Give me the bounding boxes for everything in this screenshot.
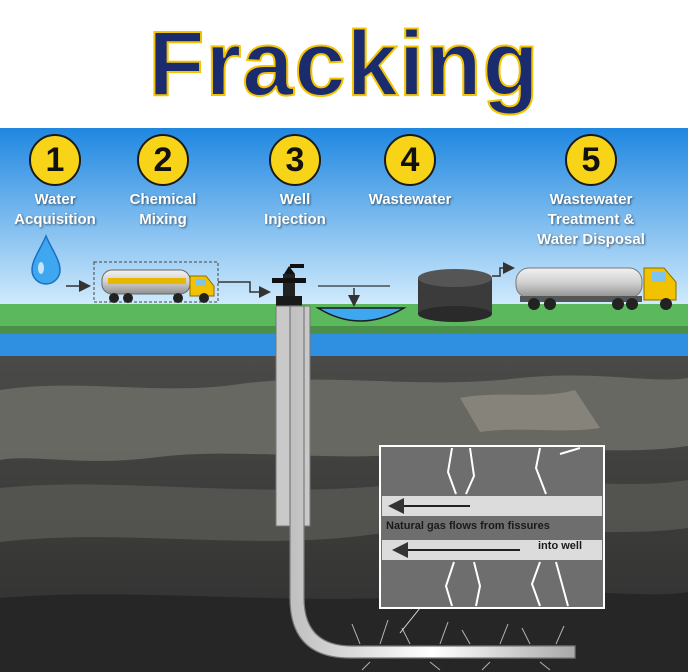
step-well-injection: 3 Well Injection <box>240 134 350 230</box>
step-number-badge: 3 <box>269 134 321 186</box>
fracture-lines <box>351 619 565 671</box>
inset-pointer <box>399 607 421 634</box>
step-number-badge: 1 <box>29 134 81 186</box>
well-bore <box>289 305 576 659</box>
chemical-truck-icon <box>93 261 219 303</box>
step-label: Well Injection <box>264 191 326 228</box>
inset-caption-line1: Natural gas flows from fissures <box>386 520 550 532</box>
flow-arrow <box>492 262 515 277</box>
storage-tank-icon <box>418 269 492 322</box>
step-number-badge: 2 <box>137 134 189 186</box>
rock-layer-highlight <box>460 390 600 432</box>
step-label: Wastewater Treatment & Water Disposal <box>537 191 645 248</box>
step-water-acquisition: 1 Water Acquisition <box>0 134 110 230</box>
step-label: Wastewater <box>368 191 452 208</box>
page-title: Fracking <box>147 12 540 116</box>
inset-caption-line2: into well <box>538 540 582 552</box>
aquifer-layer <box>0 334 688 356</box>
wastewater-pit-icon <box>315 307 407 322</box>
flow-arrow <box>218 281 271 298</box>
tanker-truck-icon <box>515 267 677 310</box>
step-wastewater: 4 Wastewater <box>350 134 470 210</box>
gas-flow-inset <box>379 445 605 609</box>
step-number-badge: 5 <box>565 134 617 186</box>
step-number-badge: 4 <box>384 134 436 186</box>
step-chemical-mixing: 2 Chemical Mixing <box>108 134 218 230</box>
wellhead-icon <box>272 264 306 306</box>
soil-band <box>0 326 688 334</box>
step-wastewater-treatment: 5 Wastewater Treatment & Water Disposal <box>516 134 666 250</box>
step-label: Water Acquisition <box>14 191 96 228</box>
step-label: Chemical Mixing <box>129 191 197 228</box>
